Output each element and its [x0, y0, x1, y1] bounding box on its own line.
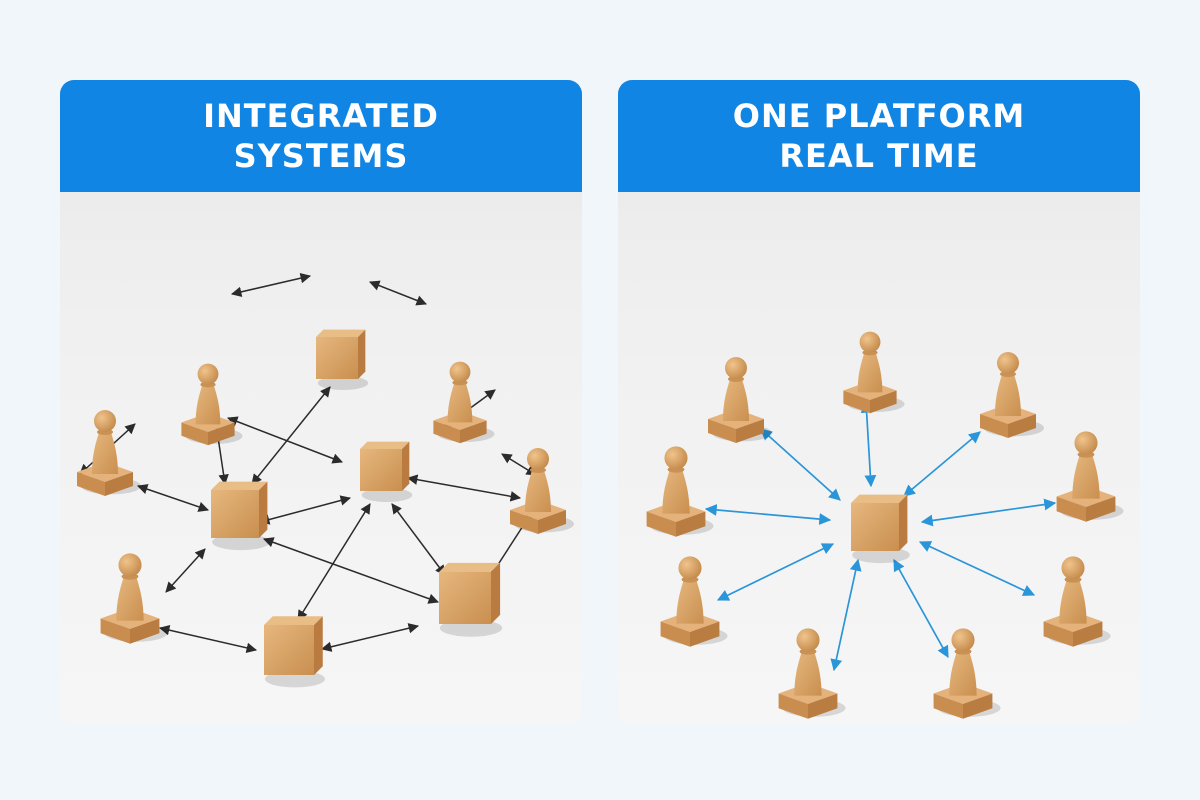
connector-arrow: [258, 495, 352, 525]
connector-arrow: [251, 386, 331, 485]
connector-arrow: [760, 428, 841, 501]
panel-header: INTEGRATED SYSTEMS: [60, 80, 582, 192]
wooden-pawn: [933, 628, 1001, 719]
wooden-pawn: [1056, 431, 1124, 522]
connector-arrow: [137, 484, 209, 512]
wooden-pawn: [980, 352, 1044, 438]
connector-arrow: [501, 453, 537, 476]
wooden-pawn: [708, 357, 772, 443]
wooden-pawn: [1043, 556, 1111, 647]
panel-header: ONE PLATFORM REAL TIME: [618, 80, 1140, 192]
connector-arrow: [830, 558, 862, 672]
connector-arrow: [903, 431, 981, 497]
wooden-pawn: [100, 553, 168, 644]
panel-title-line1: ONE PLATFORM: [732, 97, 1026, 135]
connector-arrow: [320, 623, 420, 652]
one-platform-panel: ONE PLATFORM REAL TIME: [618, 80, 1140, 723]
connector-arrow: [391, 503, 446, 576]
wooden-pawn: [646, 446, 714, 537]
connector-arrow: [893, 558, 949, 659]
connector-arrow: [369, 280, 427, 306]
connector-arrow: [263, 537, 439, 604]
connector-arrow: [165, 548, 206, 593]
wooden-block: [439, 562, 503, 637]
connector-arrow: [158, 624, 258, 654]
wooden-pawn: [77, 410, 141, 496]
hub-network-diagram: [646, 331, 1124, 719]
connector-arrow: [230, 273, 312, 297]
connector-arrow: [704, 504, 832, 525]
connector-arrow: [920, 498, 1057, 527]
wooden-pawn: [778, 628, 846, 719]
wooden-block: [360, 441, 413, 503]
wooden-pawn: [181, 363, 243, 446]
connector-arrow: [918, 541, 1036, 596]
wooden-block: [851, 494, 910, 564]
panel-title-line2: SYSTEMS: [233, 137, 409, 175]
panel-title-line2: REAL TIME: [779, 137, 979, 175]
connector-arrow: [227, 416, 343, 464]
connector-arrow: [297, 503, 371, 621]
wooden-pawn: [660, 556, 728, 647]
wooden-block: [264, 616, 325, 688]
wooden-pawn: [433, 361, 495, 444]
connector-arrow: [716, 543, 835, 601]
wooden-pawn: [843, 331, 905, 414]
connector-arrow: [860, 400, 877, 488]
integrated-systems-panel: INTEGRATED SYSTEMS: [60, 80, 582, 723]
wooden-block: [316, 329, 369, 391]
wooden-pawn: [510, 448, 574, 534]
mesh-network-illustration: [60, 192, 582, 723]
mesh-network-diagram: [77, 273, 574, 688]
hub-network-illustration: [618, 192, 1140, 723]
wooden-block: [211, 481, 270, 551]
panel-title-line1: INTEGRATED: [203, 97, 439, 135]
connector-arrow: [406, 474, 522, 502]
